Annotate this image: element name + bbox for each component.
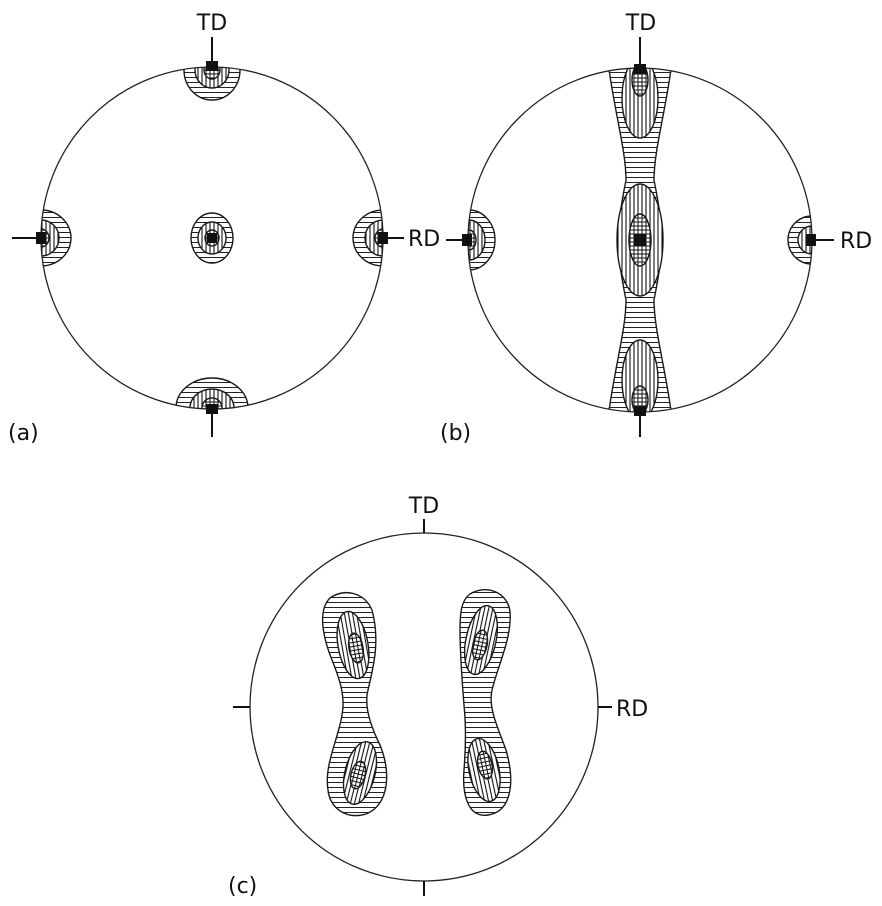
panel-a-td-label: TD bbox=[196, 11, 227, 36]
panel-b-label: (b) bbox=[440, 421, 471, 446]
panel-a: TD RD (a) bbox=[8, 11, 440, 446]
panel-c-td-label: TD bbox=[408, 494, 439, 519]
panel-c-label: (c) bbox=[228, 874, 257, 899]
panel-c-stereogram-circle bbox=[249, 532, 599, 882]
panel-b-td-label: TD bbox=[625, 11, 656, 36]
panel-b-rd-label: RD bbox=[840, 229, 872, 254]
panel-a-rd-label: RD bbox=[408, 227, 440, 252]
panel-c-rd-label: RD bbox=[616, 697, 648, 722]
panel-b: TD RD (b) bbox=[440, 11, 872, 446]
panel-a-label: (a) bbox=[8, 421, 39, 446]
panel-c: TD RD (c) bbox=[228, 494, 648, 899]
